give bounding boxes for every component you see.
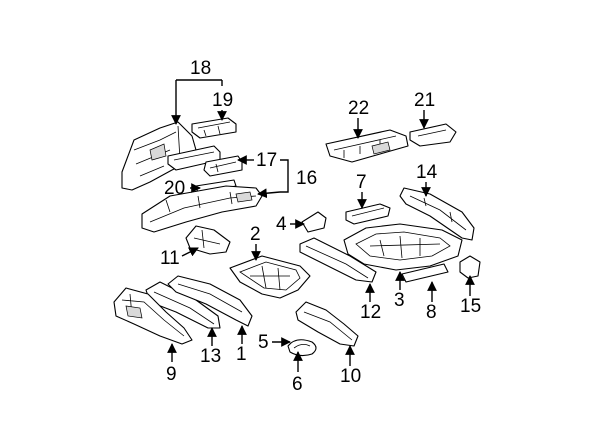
callout-1: 1 xyxy=(236,344,247,365)
callout-6: 6 xyxy=(292,374,303,395)
part-15-bracket xyxy=(459,255,481,279)
part-7-bracket xyxy=(345,203,391,225)
part-18-quarter-inner-panel xyxy=(121,121,197,191)
leader-lines xyxy=(167,79,475,372)
callout-4: 4 xyxy=(276,214,287,235)
callout-15: 15 xyxy=(460,296,481,317)
part-1-floor-member xyxy=(167,275,253,327)
callout-16: 16 xyxy=(296,168,317,189)
callout-19: 19 xyxy=(212,90,233,111)
part-4-bracket xyxy=(301,211,327,233)
callout-22: 22 xyxy=(348,98,369,119)
callout-10: 10 xyxy=(340,366,361,387)
part-3-rear-floor-pan xyxy=(343,223,463,271)
callout-5: 5 xyxy=(258,332,269,353)
part-21-bracket xyxy=(409,123,457,147)
part-10-reinforcement xyxy=(295,301,359,347)
callout-7: 7 xyxy=(356,172,367,193)
part-16-side-rail xyxy=(141,185,263,233)
callout-3: 3 xyxy=(394,290,405,311)
callout-21: 21 xyxy=(414,90,435,111)
callout-9: 9 xyxy=(166,364,177,385)
callout-8: 8 xyxy=(426,302,437,323)
part-12-cross-member xyxy=(299,237,377,283)
callout-17: 17 xyxy=(256,150,277,171)
part-5-clip xyxy=(287,339,317,357)
part-19-bracket xyxy=(191,117,237,139)
part-17-reinforcement xyxy=(203,155,243,177)
callout-18: 18 xyxy=(190,58,211,79)
part-11-bracket xyxy=(185,225,231,255)
part-14-rear-extension xyxy=(399,187,475,241)
callout-11: 11 xyxy=(160,248,180,269)
callout-14: 14 xyxy=(416,162,438,183)
callout-12: 12 xyxy=(360,302,381,323)
part-22-cross-member xyxy=(325,129,409,163)
callout-20: 20 xyxy=(164,178,185,199)
callout-2: 2 xyxy=(250,224,261,245)
callout-labels: 18 19 22 21 17 16 20 7 14 4 2 11 3 12 8 … xyxy=(160,58,481,395)
callout-13: 13 xyxy=(200,346,221,367)
part-2-center-floor-pan xyxy=(229,255,311,299)
part-9-side-sill xyxy=(113,287,193,345)
